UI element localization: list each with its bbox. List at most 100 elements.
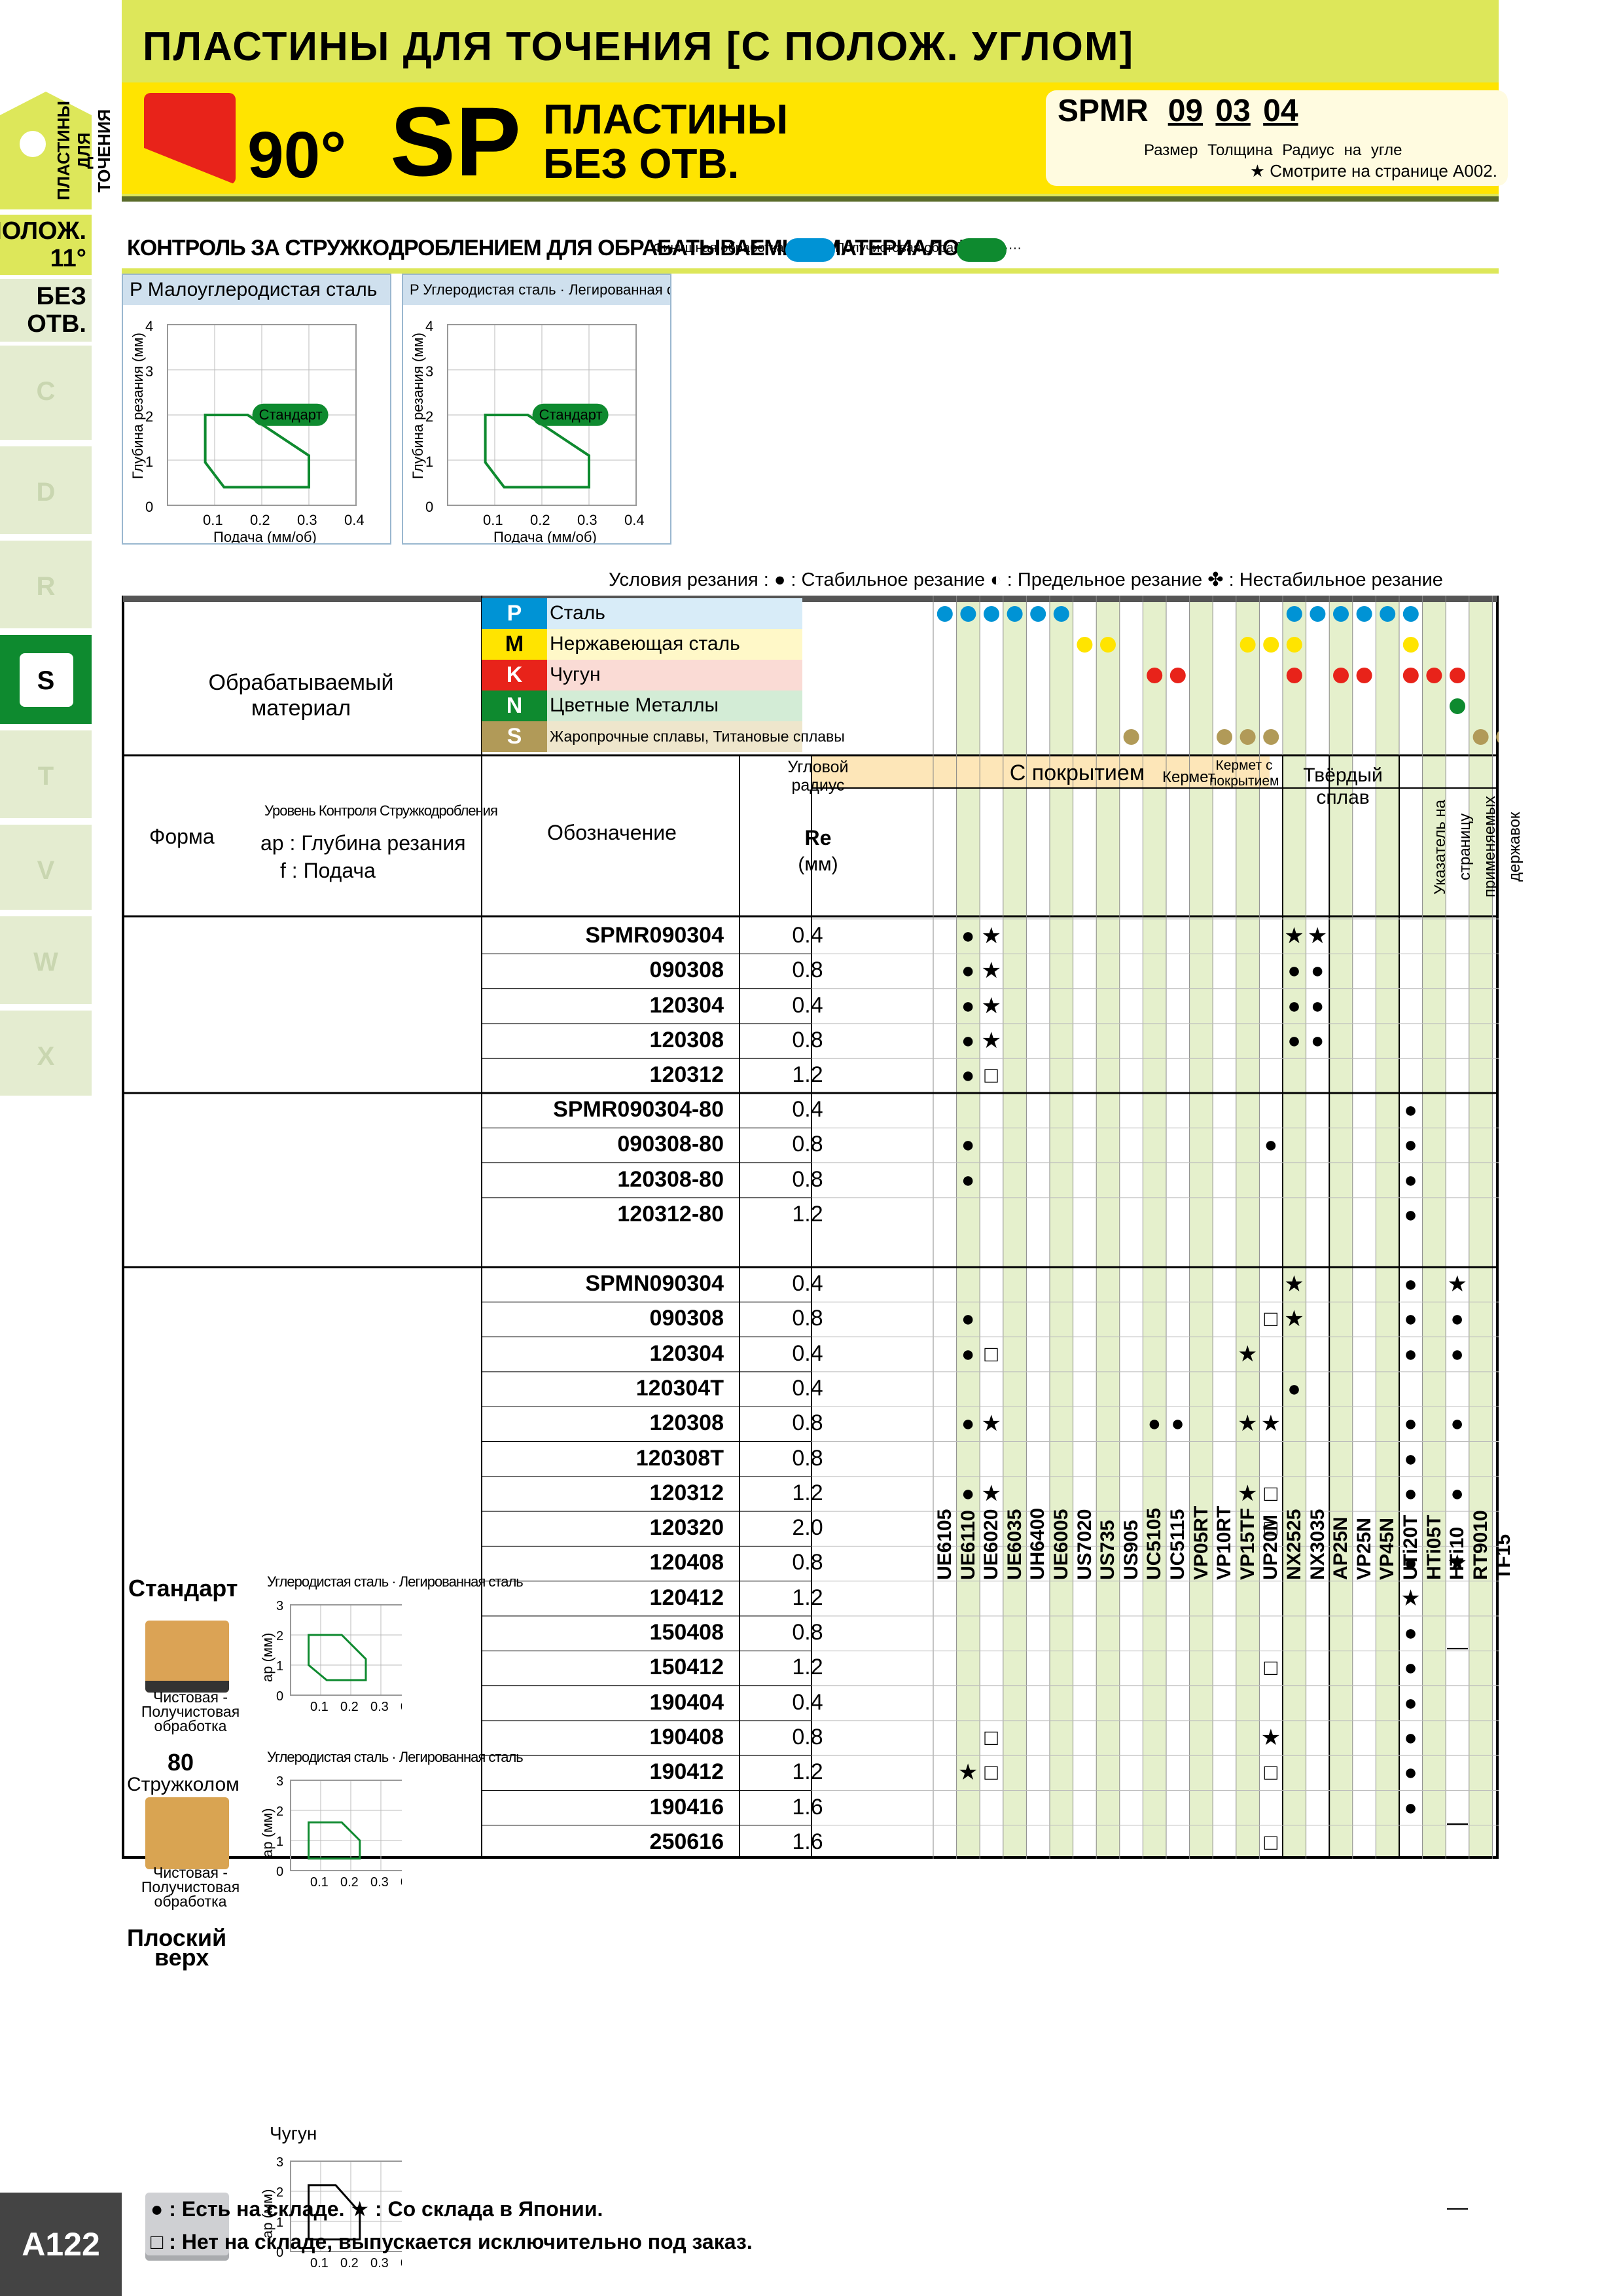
polozh-tab[interactable]: ПОЛОЖ. 11° xyxy=(0,215,92,275)
stock-mark: ● xyxy=(961,958,975,984)
stock-mark: □ xyxy=(984,1341,998,1367)
tab-x[interactable]: X xyxy=(0,1011,92,1100)
x-tick: 0.2 xyxy=(340,2256,359,2270)
stock-mark: ★ xyxy=(1238,1480,1258,1506)
flat-insert-image xyxy=(145,2193,229,2261)
stock-mark: ● xyxy=(1287,958,1301,984)
semi-finishing-pill xyxy=(957,238,1007,262)
stock-mark: ● xyxy=(1404,1272,1418,1297)
designation-cell: 120308 xyxy=(649,1410,724,1436)
grade-us905: US905 xyxy=(1120,1520,1142,1580)
stock-mark: ● xyxy=(961,1480,975,1506)
stock-mark: ★ xyxy=(1284,924,1304,948)
x-tick: 0.1 xyxy=(310,1700,329,1714)
stock-mark: □ xyxy=(1264,1480,1278,1506)
suitability-dot xyxy=(1263,637,1279,653)
x-tick: 0.3 xyxy=(577,512,597,528)
square-icon xyxy=(20,653,73,707)
radius-cell: 1.6 xyxy=(792,1794,823,1820)
grade-uh6400: UH6400 xyxy=(1027,1507,1049,1580)
radius-cell: 0.4 xyxy=(792,1271,823,1296)
y-tick: 0 xyxy=(276,1865,283,1879)
application-range xyxy=(308,2184,361,2241)
finishing-pill xyxy=(785,238,835,262)
tab-t[interactable]: T xyxy=(0,730,92,822)
tab-r[interactable]: R xyxy=(0,541,92,632)
suitability-dot xyxy=(1286,637,1302,653)
suitability-dot xyxy=(1333,606,1349,622)
x-axis-label: f (мм/об) xyxy=(323,1714,376,1715)
designation-cell: 120312 xyxy=(649,1062,724,1088)
y-axis-label: ap (мм) xyxy=(259,2189,276,2239)
radius-cell: 1.2 xyxy=(792,1062,823,1088)
suitability-dot xyxy=(1263,729,1279,745)
suitability-dot xyxy=(1007,606,1023,622)
group-standard-title: Стандарт xyxy=(128,1575,238,1602)
stock-mark: ★ xyxy=(981,993,1001,1018)
group-flat-title: Плоский xyxy=(127,1924,227,1951)
stock-mark: ● xyxy=(1450,1306,1464,1332)
stock-mark: ★ xyxy=(1238,1411,1258,1437)
side-index: ПЛАСТИНЫ ДЛЯ ТОЧЕНИЯ ПОЛОЖ. 11° БЕЗ ОТВ.… xyxy=(0,0,114,1119)
tab-w[interactable]: W xyxy=(0,916,92,1008)
stock-mark: ● xyxy=(1310,1028,1325,1053)
grade-nx3035: NX3035 xyxy=(1306,1509,1329,1580)
stock-mark: □ xyxy=(984,1063,998,1088)
legend-footer: ● : Есть на складе. ★ : Со склада в Япон… xyxy=(151,2197,753,2253)
suitability-dot xyxy=(1240,729,1256,745)
y-tick: 3 xyxy=(145,363,153,380)
suitability-dot xyxy=(1169,668,1186,683)
suitability-dot xyxy=(1100,637,1116,653)
grade-nx2525: NX2525 xyxy=(1283,1509,1305,1580)
designation-cell: 090308-80 xyxy=(617,1132,724,1157)
material-letter: M xyxy=(482,629,547,660)
suitability-dot xyxy=(1380,606,1396,622)
suitability-dot xyxy=(1356,668,1372,683)
tab-v[interactable]: V xyxy=(0,825,92,914)
suitability-dot xyxy=(1472,729,1489,745)
chip-control-band: КОНТРОЛЬ ЗА СТРУЖКОДРОБЛЕНИЕМ ДЛЯ ОБРАБА… xyxy=(127,236,1022,262)
stock-mark: ● xyxy=(961,1132,975,1158)
cutting-conditions: Условия резания : ● : Стабильное резание… xyxy=(609,569,1443,590)
insert-icon xyxy=(13,124,52,164)
shape-code: SP xyxy=(390,86,522,196)
stock-mark: ● xyxy=(961,1306,975,1332)
stock-mark: ● xyxy=(961,1411,975,1437)
tab-s[interactable]: S xyxy=(0,635,92,728)
stock-mark: □ xyxy=(984,1760,998,1785)
radius-cell: 0.8 xyxy=(792,958,823,983)
tab-c[interactable]: C xyxy=(0,346,92,444)
bez-otv-tab[interactable]: БЕЗ ОТВ. xyxy=(0,279,92,342)
radius-cell: 0.4 xyxy=(792,1689,823,1715)
stock-mark: ● xyxy=(1404,1341,1418,1367)
y-tick: 1 xyxy=(145,454,153,470)
application-range xyxy=(308,1634,367,1681)
tab-d[interactable]: D xyxy=(0,446,92,538)
designation-header: Обозначение xyxy=(547,821,677,844)
x-tick: 0.4 xyxy=(624,512,645,528)
shape-subtitle: ПЛАСТИНЫ БЕЗ ОТВ. xyxy=(543,96,789,187)
radius-cell: 0.8 xyxy=(792,1410,823,1436)
page-title: ПЛАСТИНЫ ДЛЯ ТОЧЕНИЯ [С ПОЛОЖ. УГЛОМ] xyxy=(143,24,1135,69)
standard-label: Стандарт xyxy=(259,406,323,423)
stock-mark: ★ xyxy=(957,1760,978,1785)
grade-vp25n: VP25N xyxy=(1353,1517,1375,1580)
radius-cell: 0.8 xyxy=(792,1027,823,1052)
y-tick: 1 xyxy=(276,2215,283,2230)
y-axis-label: Глубина резания (мм) xyxy=(410,332,426,479)
designation-cell: SPMR090304 xyxy=(585,923,724,948)
radius-cell: 0.4 xyxy=(792,992,823,1018)
material-letter: N xyxy=(482,691,547,721)
y-tick: 2 xyxy=(276,1804,283,1819)
x-tick: 0.3 xyxy=(370,1700,389,1714)
stock-mark: ★ xyxy=(1260,1725,1281,1750)
radius-cell: 1.2 xyxy=(792,1201,823,1227)
designation-cell: 120304 xyxy=(649,992,724,1018)
grade-vp45n: VP45N xyxy=(1376,1517,1399,1580)
stock-mark: ● xyxy=(1404,1098,1418,1122)
